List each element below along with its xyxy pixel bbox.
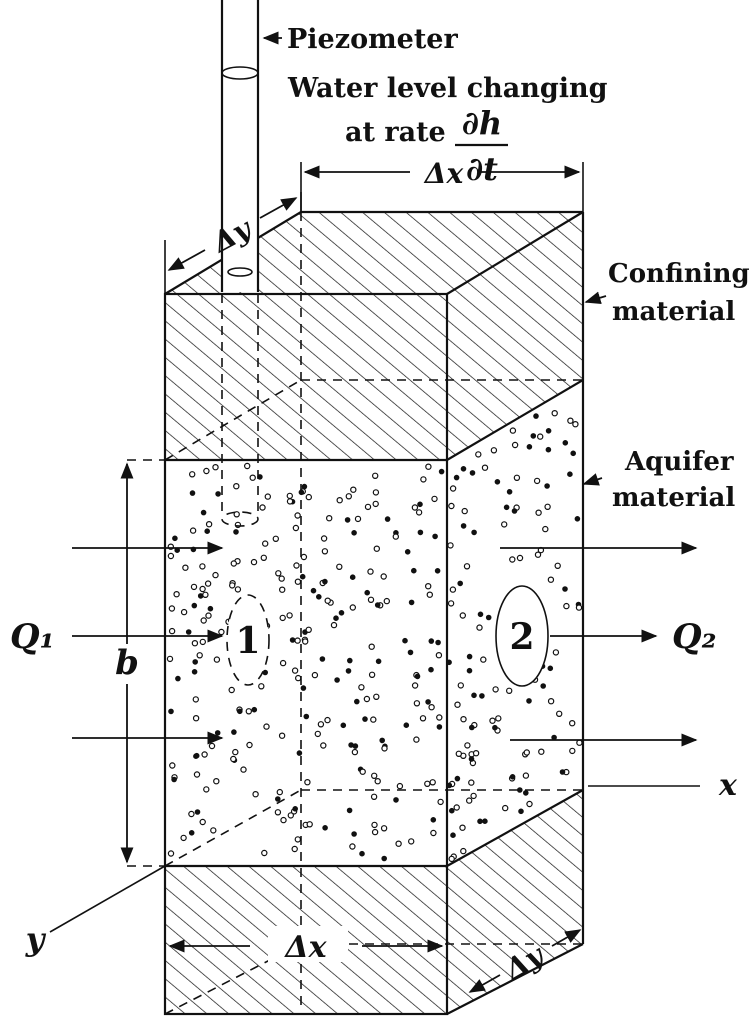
aquifer-label: Aquifer — [624, 447, 734, 477]
q1-label: Q₁ — [10, 617, 55, 657]
piezometer-bottom-opening — [221, 511, 259, 527]
y-axis-label: y — [25, 920, 47, 958]
flow-arrows — [72, 541, 698, 747]
x-axis-label: x — [718, 768, 738, 803]
rate-numerator: ∂h — [462, 104, 502, 142]
piezometer-label: Piezometer — [287, 24, 458, 55]
axis-y: y — [25, 865, 166, 958]
bottom-confining-side — [447, 790, 583, 1014]
aquifer-dots-front — [166, 462, 445, 862]
q2-label: Q₂ — [672, 617, 717, 657]
top-face — [165, 212, 583, 294]
front-face-outline — [163, 292, 449, 1016]
face-2-marker: 2 — [495, 585, 549, 687]
axis-x: x — [588, 768, 738, 803]
rate-fraction: ∂h ∂t — [455, 104, 508, 188]
delta-x-bottom-label: Δx — [283, 930, 327, 965]
hidden-edges — [127, 212, 583, 1015]
piezometer-tube — [220, 0, 260, 527]
water-level-label-line2: at rate — [345, 117, 446, 148]
b-label: b — [115, 643, 139, 683]
rate-denominator: ∂t — [466, 150, 498, 188]
water-level-surface — [221, 66, 259, 80]
face-2-label: 2 — [509, 616, 534, 658]
confining-label: Confining — [608, 259, 749, 289]
aquifer-dots-side — [447, 410, 583, 863]
delta-x-top-label: Δx — [423, 157, 464, 190]
water-level-label-line1: Water level changing — [287, 73, 608, 104]
confining-label-2: material — [612, 297, 735, 327]
face-1-marker: 1 — [226, 594, 270, 686]
callout-pointers — [262, 31, 607, 486]
aquifer-label-2: material — [612, 483, 735, 513]
dimension-b: b — [112, 462, 142, 864]
face-1-label: 1 — [235, 620, 260, 662]
dimension-delta-x-bottom: Δx — [168, 926, 444, 965]
dimension-delta-x-top: Δx — [300, 157, 584, 212]
prism-edges — [163, 210, 585, 1016]
